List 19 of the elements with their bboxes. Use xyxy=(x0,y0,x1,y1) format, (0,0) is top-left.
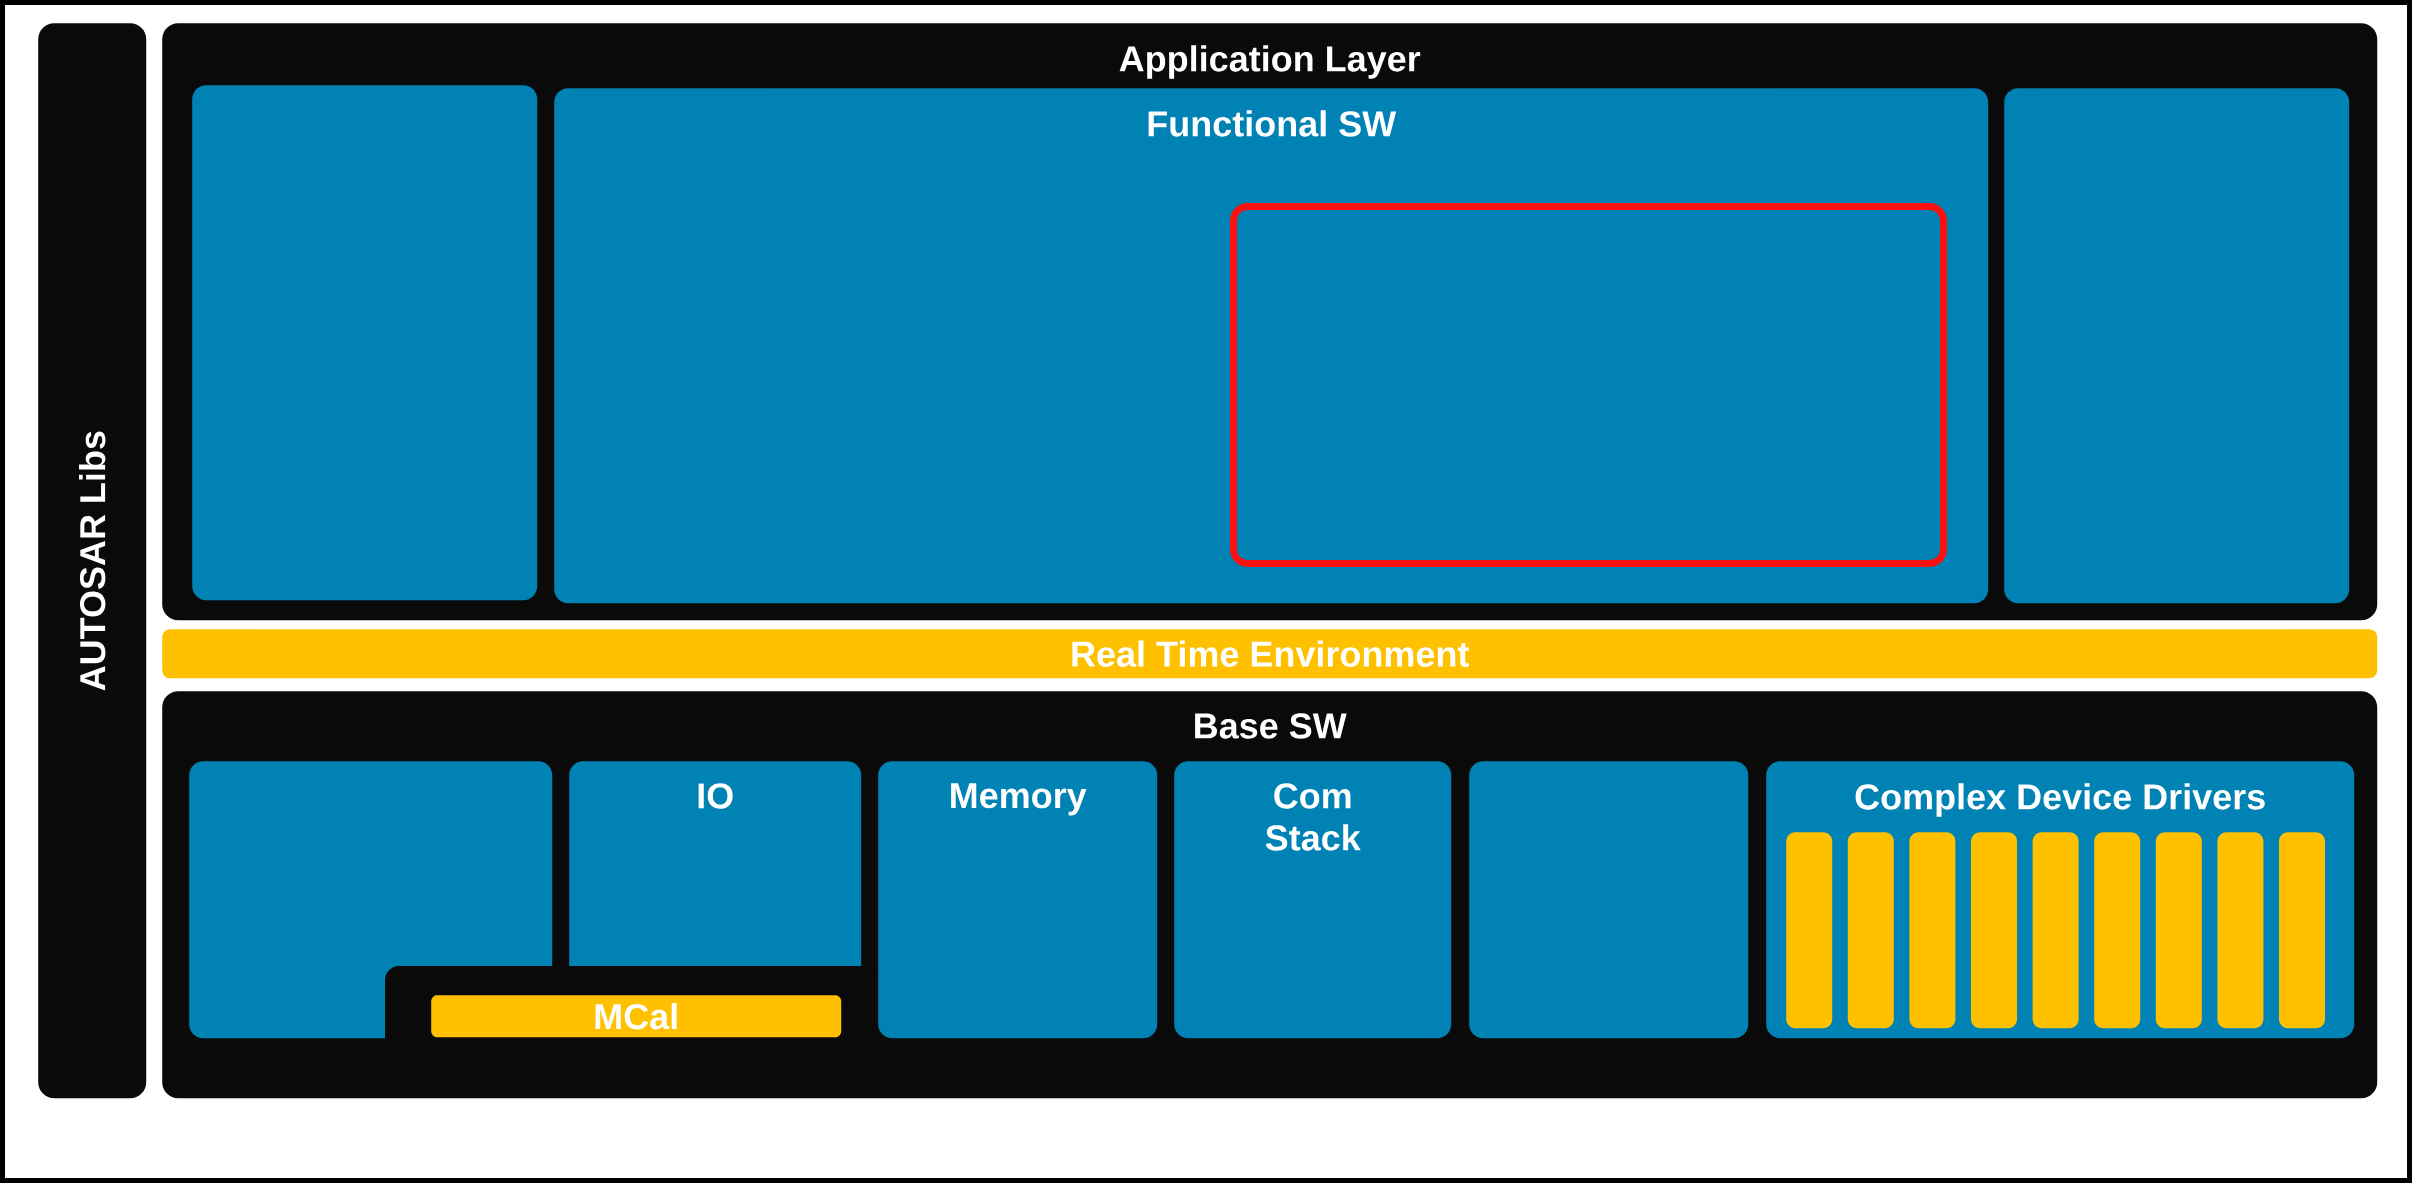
driver-slot xyxy=(1909,832,1956,1029)
driver-slot xyxy=(1847,832,1894,1029)
driver-slot xyxy=(1786,832,1833,1029)
driver-slot xyxy=(2279,832,2325,1029)
driver-slot xyxy=(2155,832,2202,1029)
highlight-frame xyxy=(1230,203,1947,567)
component-box: Com Stack xyxy=(1174,761,1452,1039)
driver-slot xyxy=(1971,832,2017,1029)
component-box xyxy=(2004,88,2350,604)
driver-slot xyxy=(2094,832,2141,1029)
driver-bar: MCal xyxy=(431,995,842,1038)
component-box xyxy=(1469,761,1749,1039)
driver-slot xyxy=(2217,832,2264,1029)
library-bar: AUTOSAR Libs xyxy=(38,23,147,1099)
environment-bar: Real Time Environment xyxy=(162,629,2378,679)
component-box xyxy=(192,85,538,601)
driver-slot xyxy=(2032,832,2079,1029)
component-box: Functional SW xyxy=(554,88,1989,604)
component-box: Memory xyxy=(878,761,1158,1039)
